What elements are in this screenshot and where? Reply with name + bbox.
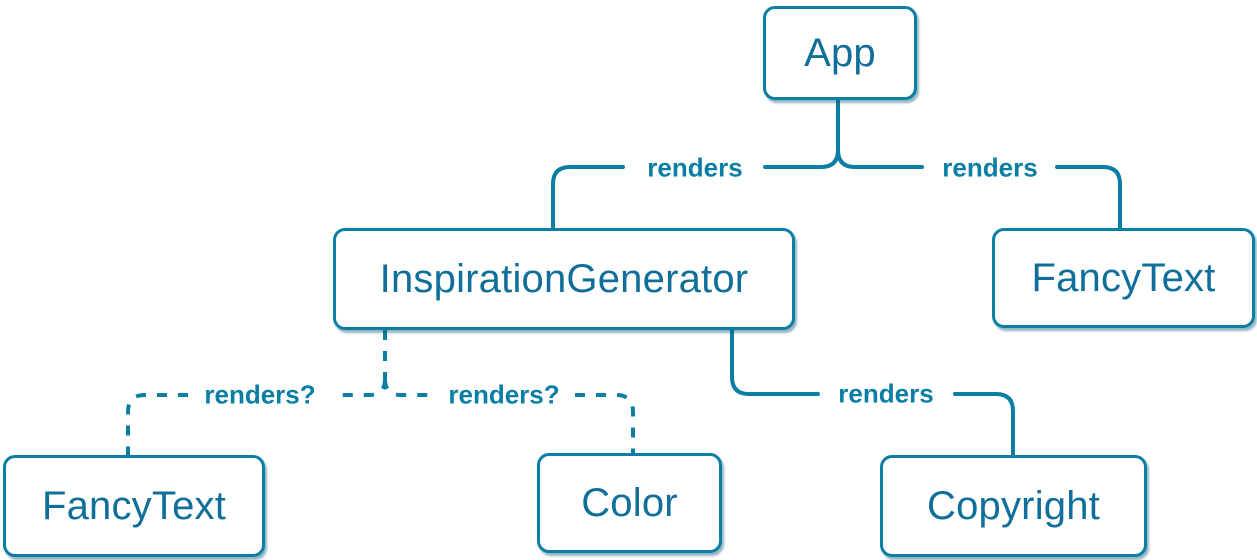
node-label: Copyright <box>927 483 1100 528</box>
node-fancy-text-bottom: FancyText <box>3 455 265 557</box>
node-app: App <box>763 6 917 100</box>
edge-inspirationgenerator-fancytext-arm <box>335 378 387 397</box>
edge-app-fancytext-drop <box>1055 165 1122 231</box>
edge-inspirationgenerator-color-arm <box>383 378 432 397</box>
edge-inspirationgenerator-color-drop <box>575 393 635 453</box>
node-copyright: Copyright <box>880 455 1147 557</box>
node-inspiration-generator: InspirationGenerator <box>333 228 795 330</box>
edge-inspirationgenerator-fancytext-drop <box>126 393 188 455</box>
node-fancy-text-top: FancyText <box>992 228 1255 328</box>
node-label: FancyText <box>41 483 227 528</box>
node-label: FancyText <box>1031 255 1216 300</box>
node-label: Color <box>581 480 678 525</box>
edge-app-fancytext-arm <box>836 148 924 169</box>
edge-label-renders-left: renders <box>647 152 743 183</box>
edge-label-renders-right: renders <box>942 152 1038 183</box>
edge-label-renders-question-left: renders? <box>204 379 316 410</box>
edge-app-inspirationgenerator-drop <box>551 165 625 230</box>
node-label: App <box>804 30 876 75</box>
edge-app-inspirationgenerator-arm <box>763 98 840 169</box>
edge-label-renders-question-right: renders? <box>448 379 560 410</box>
edge-inspirationgenerator-copyright-drop <box>953 392 1015 457</box>
node-color: Color <box>537 453 722 553</box>
edge-inspirationgenerator-copyright-arm <box>730 328 820 396</box>
edge-label-renders-copyright: renders <box>838 378 934 409</box>
node-label: InspirationGenerator <box>379 256 749 301</box>
